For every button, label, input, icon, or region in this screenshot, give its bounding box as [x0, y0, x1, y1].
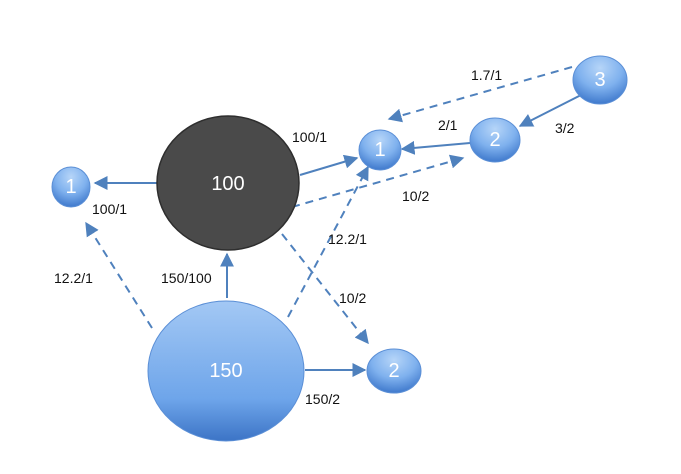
edge-label-150-mid1: 12.2/1 — [328, 231, 367, 247]
node-150[interactable]: 150 — [147, 300, 305, 442]
edge-label-right3-mid2: 3/2 — [555, 120, 575, 136]
edge-label-right3-mid1: 1.7/1 — [471, 67, 502, 83]
edge-label-150-bottom2: 150/2 — [305, 391, 340, 407]
edge-label-100-mid1: 100/1 — [292, 129, 327, 145]
edge-label-150-100: 150/100 — [161, 270, 212, 286]
edge-right3-to-mid1 — [387, 66, 573, 123]
node-left-1-label: 1 — [65, 176, 76, 198]
node-100-label: 100 — [211, 173, 244, 195]
node-100[interactable]: 100 — [156, 115, 300, 251]
edge-label-100-left1: 100/1 — [92, 201, 127, 217]
node-mid-1-label: 1 — [374, 139, 385, 161]
edge-150-to-mid1 — [287, 165, 369, 318]
edge-100-to-bottom2 — [281, 233, 369, 345]
edges-dashed — [85, 66, 573, 345]
edge-100-to-mid2 — [291, 154, 465, 208]
edges-solid — [93, 93, 584, 377]
node-bottom-2[interactable]: 2 — [366, 348, 422, 394]
edge-label-mid2-mid1: 2/1 — [438, 117, 458, 133]
node-bottom-2-label: 2 — [388, 360, 399, 382]
edge-100-to-mid1 — [299, 154, 359, 176]
edge-label-150-left1: 12.2/1 — [54, 270, 93, 286]
node-right-3-label: 3 — [594, 69, 605, 91]
edge-150-to-left1 — [85, 221, 153, 329]
edge-labels: 100/1 100/1 150/100 12.2/1 12.2/1 10/2 1… — [54, 67, 575, 407]
edge-label-100-bottom2: 10/2 — [339, 290, 366, 306]
node-150-label: 150 — [209, 360, 242, 382]
edge-label-100-mid2: 10/2 — [402, 188, 429, 204]
node-right-3[interactable]: 3 — [572, 55, 628, 105]
edge-right3-to-mid2 — [518, 93, 584, 127]
edge-mid2-to-mid1 — [400, 140, 471, 155]
node-mid-2[interactable]: 2 — [469, 117, 521, 163]
node-left-1[interactable]: 1 — [51, 166, 91, 208]
node-mid-1[interactable]: 1 — [358, 129, 402, 171]
node-mid-2-label: 2 — [489, 129, 500, 151]
